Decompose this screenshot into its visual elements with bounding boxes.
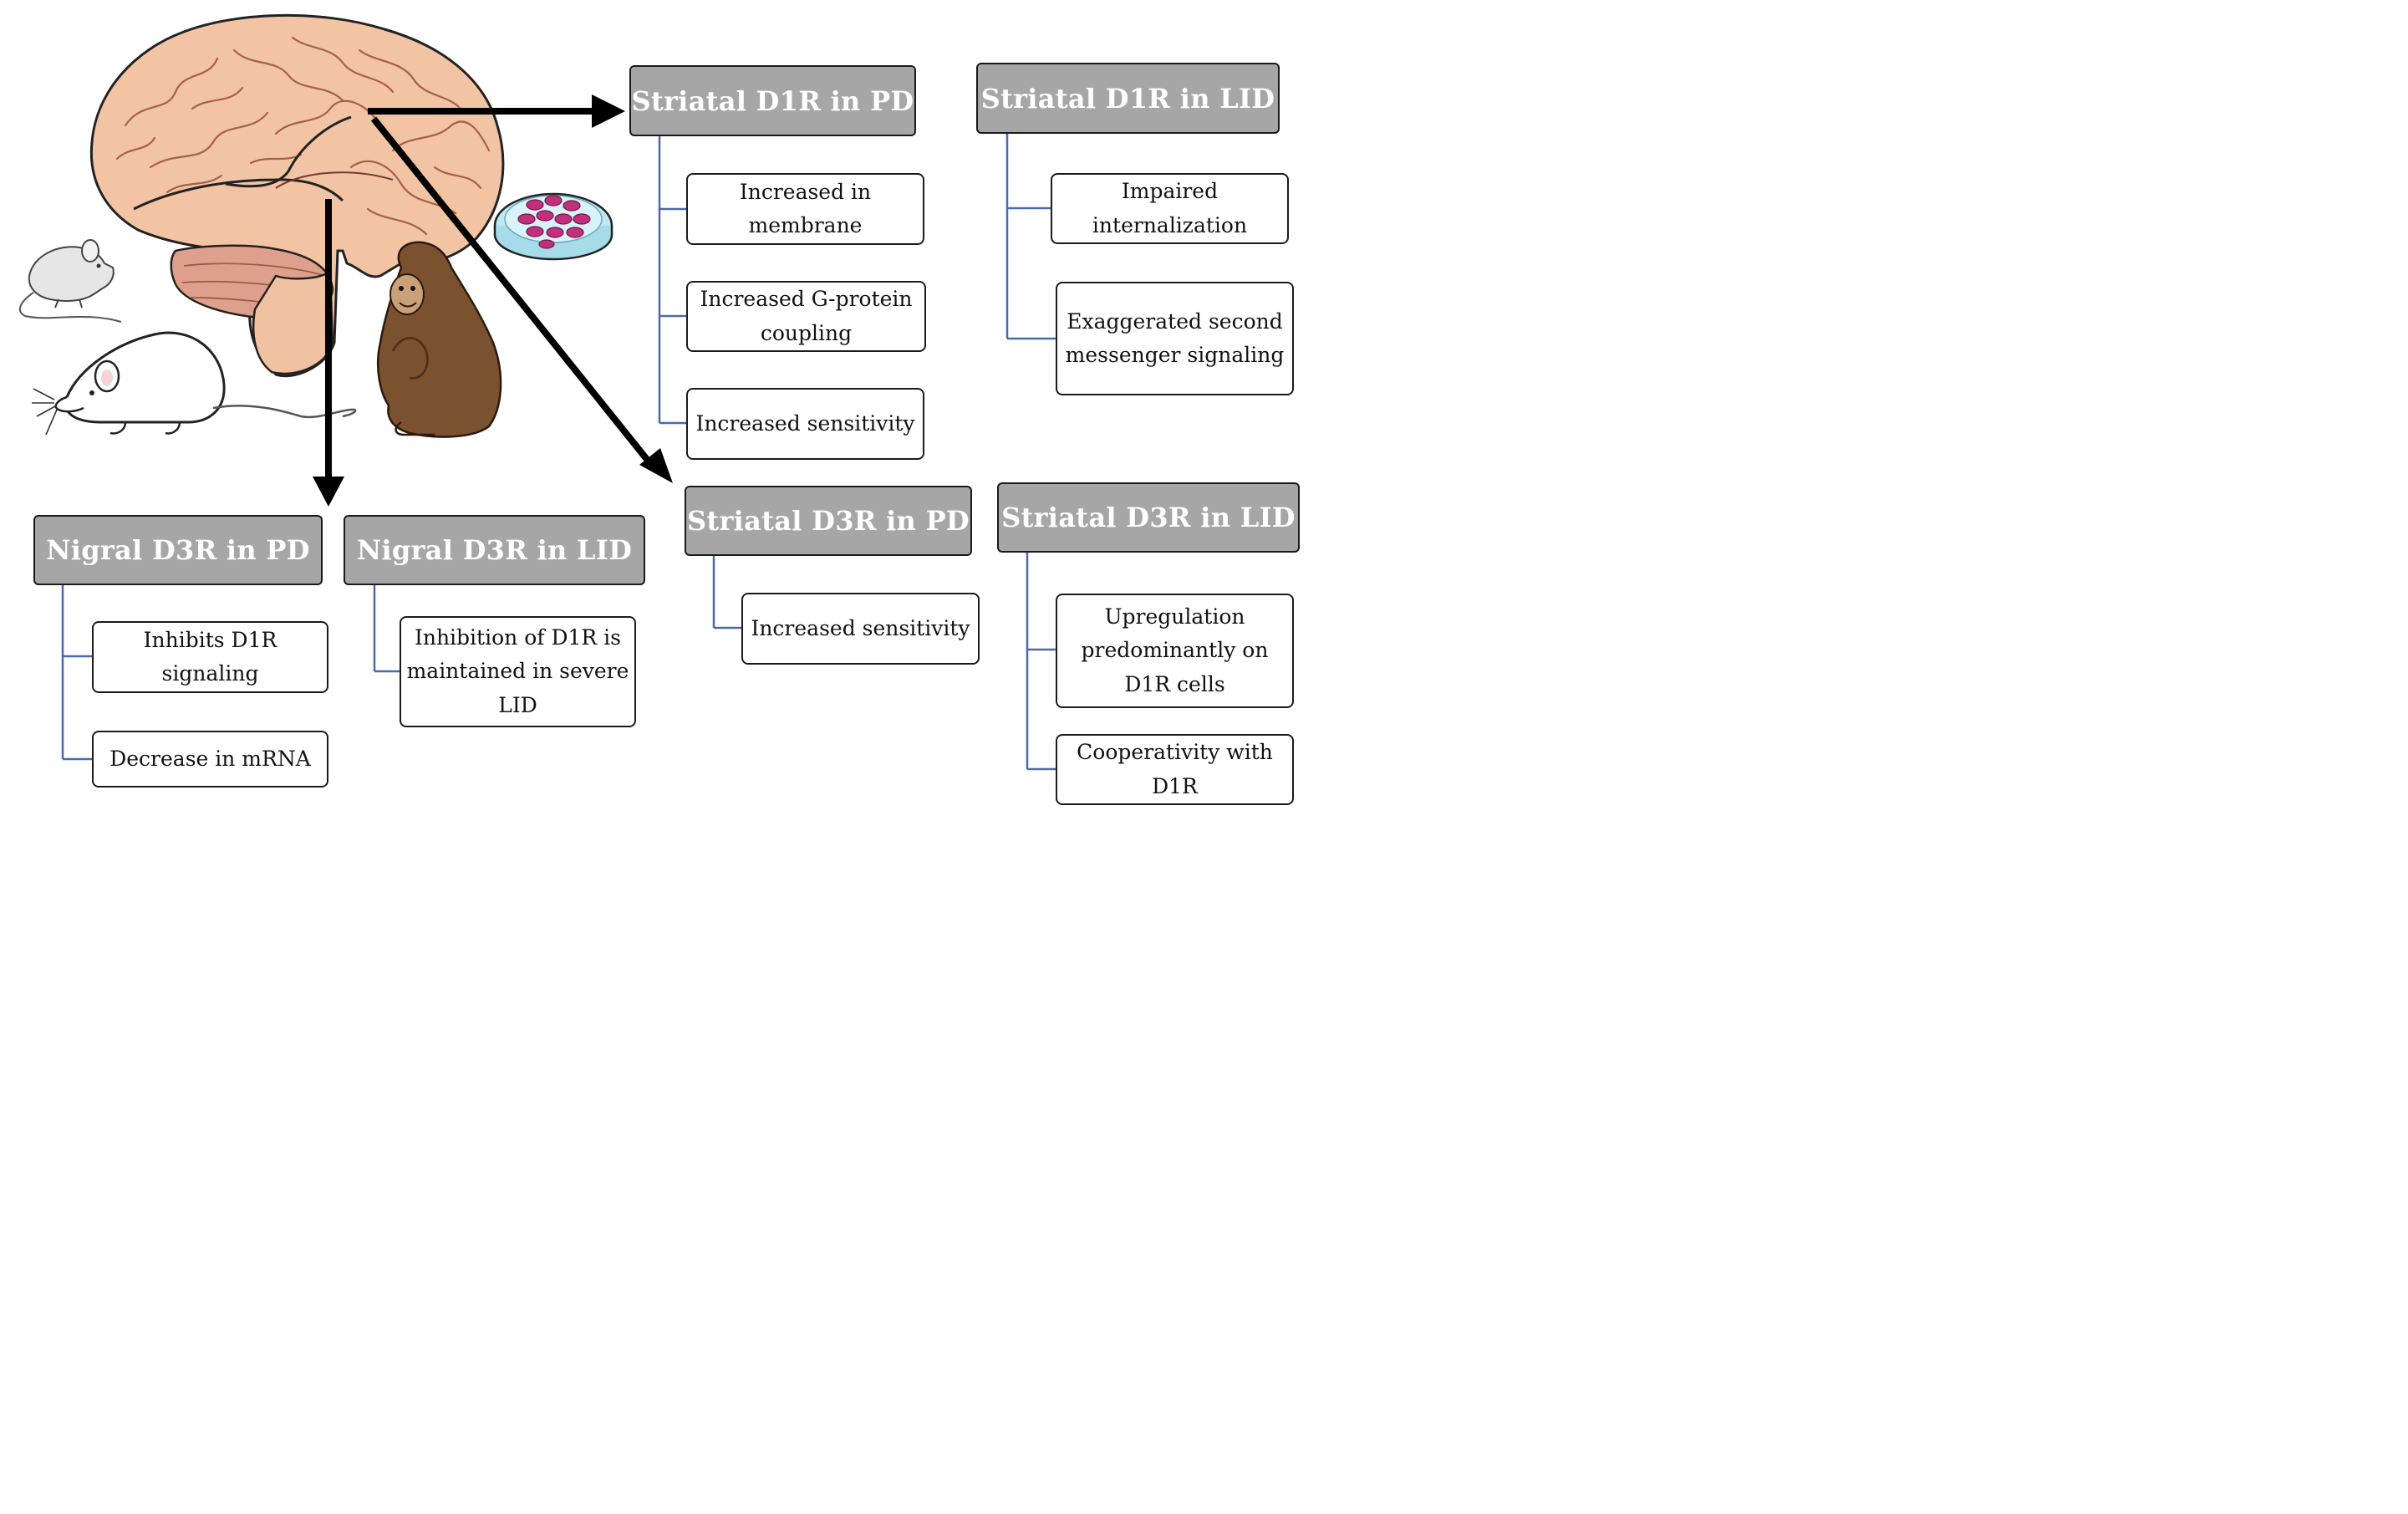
item-text: Inhibits D1R signaling bbox=[143, 627, 277, 686]
item-increased-sensitivity-d3r: Increased sensitivity bbox=[741, 593, 980, 665]
bracket-striatal-d1r-pd bbox=[658, 136, 686, 425]
item-increased-g-protein-coupling: Increased G-protein coupling bbox=[686, 281, 926, 352]
mouse-illustration bbox=[18, 239, 122, 323]
bracket-striatal-d1r-lid bbox=[1005, 134, 1056, 340]
item-impaired-internalization: Impaired internalization bbox=[1051, 173, 1289, 244]
header-nigral-d3r-lid: Nigral D3R in LID bbox=[344, 515, 645, 585]
header-striatal-d3r-pd: Striatal D3R in PD bbox=[685, 486, 972, 556]
item-text: Increased G-protein coupling bbox=[700, 287, 913, 345]
item-text: Inhibition of D1R is maintained in sever… bbox=[406, 624, 629, 717]
item-inhibits-d1r-signaling: Inhibits D1R signaling bbox=[92, 621, 328, 693]
arrowhead-diagonal bbox=[639, 448, 673, 483]
arrows bbox=[325, 108, 655, 478]
monkey-illustration bbox=[377, 241, 502, 438]
header-nigral-d3r-pd: Nigral D3R in PD bbox=[33, 515, 323, 585]
item-inhibition-maintained-severe-lid: Inhibition of D1R is maintained in sever… bbox=[400, 616, 636, 727]
brain-illustration bbox=[89, 13, 505, 378]
header-striatal-d1r-pd: Striatal D1R in PD bbox=[629, 65, 916, 136]
bracket-connectors bbox=[61, 134, 1056, 771]
item-text: Increased sensitivity bbox=[695, 410, 915, 436]
bracket-striatal-d3r-pd bbox=[712, 556, 741, 630]
item-text: Exaggerated second messenger signaling bbox=[1065, 308, 1285, 368]
item-text: Increased in membrane bbox=[739, 179, 872, 238]
rat-illustration bbox=[32, 331, 357, 436]
item-increased-sensitivity-d1r: Increased sensitivity bbox=[686, 388, 924, 460]
connectors-layer bbox=[61, 94, 1056, 771]
bracket-nigral-d3r-lid bbox=[373, 585, 400, 673]
header-striatal-d3r-lid: Striatal D3R in LID bbox=[997, 482, 1300, 553]
item-upregulation-on-d1r-cells: Upregulation predominantly on D1R cells bbox=[1056, 594, 1294, 708]
item-cooperativity-with-d1r: Cooperativity with D1R bbox=[1056, 734, 1294, 805]
item-text: Decrease in mRNA bbox=[109, 746, 311, 771]
arrow-to-striatal-d3r-pd bbox=[370, 116, 655, 468]
item-exaggerated-second-messenger: Exaggerated second messenger signaling bbox=[1056, 282, 1294, 395]
illustrations-layer bbox=[18, 13, 613, 438]
bracket-striatal-d3r-lid bbox=[1026, 553, 1056, 771]
bracket-nigral-d3r-pd bbox=[61, 585, 92, 761]
item-text: Upregulation predominantly on D1R cells bbox=[1081, 604, 1269, 696]
header-striatal-d1r-lid: Striatal D1R in LID bbox=[976, 63, 1280, 134]
item-increased-in-membrane: Increased in membrane bbox=[686, 173, 924, 245]
item-text: Increased sensitivity bbox=[751, 615, 970, 640]
arrowhead-down bbox=[313, 477, 344, 507]
item-text: Cooperativity with D1R bbox=[1077, 740, 1273, 798]
petri-dish-illustration bbox=[493, 192, 613, 261]
item-text: Impaired internalization bbox=[1092, 179, 1248, 237]
item-decrease-in-mrna: Decrease in mRNA bbox=[92, 731, 328, 788]
figure-canvas: Striatal D1R in PD Increased in membrane… bbox=[0, 0, 1305, 823]
arrowhead-right bbox=[592, 94, 625, 128]
